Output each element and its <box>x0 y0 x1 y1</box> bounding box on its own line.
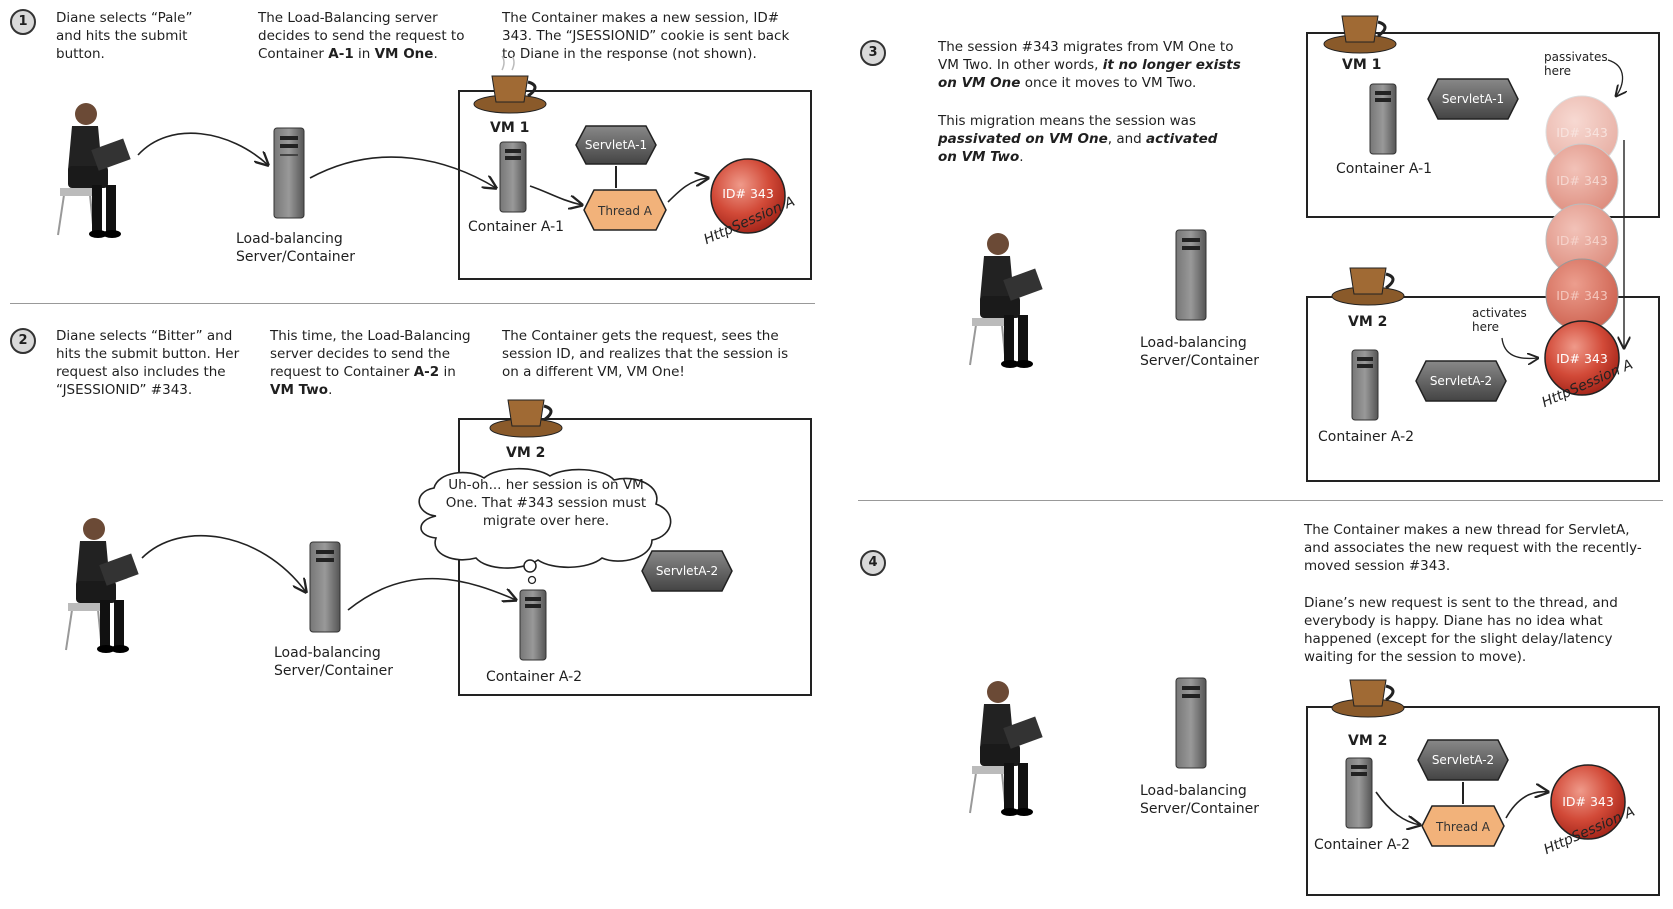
http-session-circle <box>1550 764 1626 840</box>
vm-coffee-cup-icon <box>1323 15 1397 54</box>
session-id-label: ID# 343 <box>1556 351 1608 366</box>
vm-coffee-cup-icon <box>489 399 563 438</box>
thread-a-label: Thread A <box>598 204 652 218</box>
step-3-vm1-box <box>1306 32 1660 218</box>
step-1-lb-label: Load-balancing Server/Container <box>236 231 356 265</box>
activates-note: activates here <box>1472 306 1527 334</box>
step-3-lb-label: Load-balancing Server/Container <box>1140 335 1260 369</box>
step-2-container-label: Container A-2 <box>486 669 583 685</box>
container-a2-server-icon <box>519 589 547 661</box>
step-4-vm-box <box>1306 706 1660 896</box>
vm-coffee-cup-icon <box>1331 679 1405 718</box>
step-4-arrows <box>1375 700 1660 900</box>
servlet-a1-shape <box>1427 78 1519 120</box>
servlet-a2-label: ServletA-2 <box>655 564 719 578</box>
diane-person-icon <box>969 233 1043 368</box>
passivates-note: passivates here <box>1544 50 1608 78</box>
load-balancer-server-icon <box>1175 677 1207 769</box>
activates-arrow <box>1501 337 1548 372</box>
container-a2-server-icon <box>1345 757 1373 829</box>
servlet-thread-connector <box>615 166 617 188</box>
divider-step-3-4 <box>858 500 1663 501</box>
step-4-text-new-thread: The Container makes a new thread for Ser… <box>1304 522 1642 574</box>
session-id-ghost-3: ID# 343 <box>1556 233 1608 248</box>
container-a2-server-icon <box>1351 349 1379 421</box>
session-id-ghost-2: ID# 343 <box>1556 173 1608 188</box>
session-id-label: ID# 343 <box>1562 794 1614 809</box>
servlet-thread-connector <box>1462 782 1464 804</box>
step-3-text-migration: The session #343 migrates from VM One to… <box>938 39 1241 91</box>
servlet-a2-label: ServletA-2 <box>1429 374 1493 388</box>
diane-person-icon <box>65 518 139 653</box>
servlet-a2-shape <box>1415 360 1507 402</box>
step-1-vm-box <box>458 90 812 280</box>
step-4-container-label: Container A-2 <box>1314 837 1411 853</box>
session-id-label: ID# 343 <box>722 186 774 201</box>
step-2-text-container: The Container gets the request, sees the… <box>502 328 789 380</box>
step-3-vm2-label: VM 2 <box>1348 314 1388 330</box>
session-id-ghost-4: ID# 343 <box>1556 288 1608 303</box>
step-1-text-diane: Diane selects “Pale” and hits the submit… <box>56 10 193 62</box>
step-1-badge: 1 <box>10 9 36 35</box>
container-a1-server-icon <box>499 141 527 213</box>
load-balancer-server-icon <box>1175 229 1207 321</box>
step-1-text-loadbalancer: The Load-Balancing server decides to sen… <box>258 10 465 62</box>
migrating-session-circles <box>1544 95 1628 396</box>
step-1-vm-label: VM 1 <box>490 120 530 136</box>
step-3-vm2-box <box>1306 296 1660 482</box>
step-2-vm-label: VM 2 <box>506 445 546 461</box>
servlet-a1-label: ServletA-1 <box>584 138 648 152</box>
step-4-lb-label: Load-balancing Server/Container <box>1140 783 1260 817</box>
session-id-ghost-1: ID# 343 <box>1556 125 1608 140</box>
http-session-circle <box>710 158 786 234</box>
step-4-vm-label: VM 2 <box>1348 733 1388 749</box>
step-2-text-diane: Diane selects “Bitter” and hits the subm… <box>56 328 240 398</box>
step-3-container1-label: Container A-1 <box>1336 161 1433 177</box>
step-1-arrows <box>137 132 820 290</box>
servlet-a1-shape <box>575 125 657 165</box>
step-2-badge: 2 <box>10 328 36 354</box>
thought-cloud-text: Uh-oh... her session is on VM One. That … <box>445 477 647 529</box>
servlet-a2-shape <box>1417 739 1509 781</box>
step-3-badge: 3 <box>860 40 886 66</box>
passivates-arrow <box>1607 59 1634 102</box>
step-3-container2-label: Container A-2 <box>1318 429 1415 445</box>
divider-step-1-2 <box>10 303 815 304</box>
step-2-lb-label: Load-balancing Server/Container <box>274 645 394 679</box>
step-3-vm1-label: VM 1 <box>1342 57 1382 73</box>
thread-a-label: Thread A <box>1436 820 1490 834</box>
diane-person-icon <box>969 681 1043 816</box>
vm-coffee-cup-icon <box>473 55 547 114</box>
step-2-arrows <box>141 534 820 611</box>
thought-cloud-shape <box>418 467 672 585</box>
servlet-a1-label: ServletA-1 <box>1441 92 1505 106</box>
vm-coffee-cup-icon <box>1331 267 1405 306</box>
step-2-text-loadbalancer: This time, the Load-Balancing server dec… <box>270 328 471 398</box>
container-a1-server-icon <box>1369 83 1397 155</box>
load-balancer-server-icon <box>273 127 305 219</box>
step-1-container-label: Container A-1 <box>468 219 565 235</box>
step-4-text-happy: Diane’s new request is sent to the threa… <box>1304 595 1618 665</box>
servlet-a2-label: ServletA-2 <box>1431 753 1495 767</box>
step-3-text-passivation: This migration means the session was pas… <box>938 113 1218 165</box>
servlet-a2-shape <box>641 550 733 592</box>
diane-person-icon <box>57 103 131 238</box>
step-4-badge: 4 <box>860 550 886 576</box>
load-balancer-server-icon <box>309 541 341 633</box>
step-1-text-container: The Container makes a new session, ID# 3… <box>502 10 790 62</box>
